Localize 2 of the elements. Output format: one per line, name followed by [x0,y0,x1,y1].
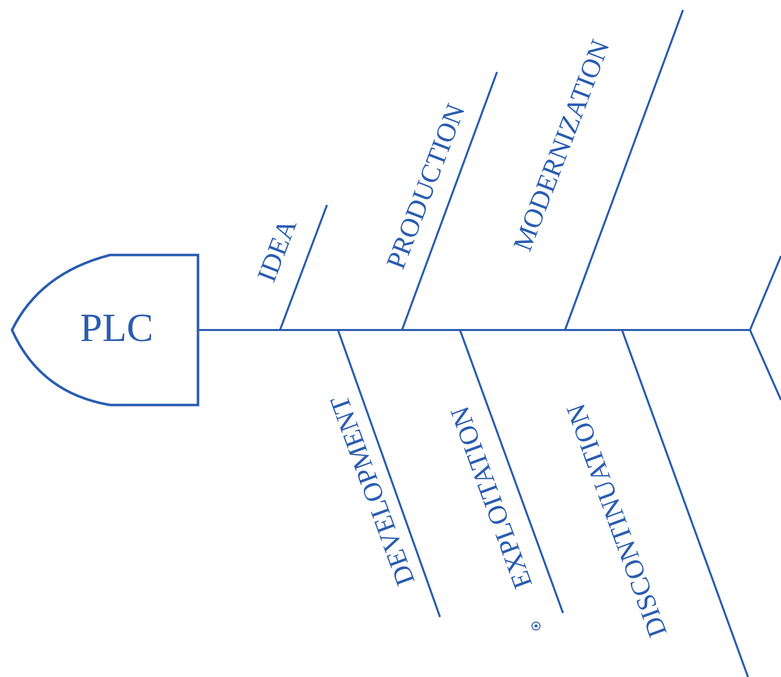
head-label: PLC [80,308,154,348]
category-label: IDEA [253,215,302,285]
